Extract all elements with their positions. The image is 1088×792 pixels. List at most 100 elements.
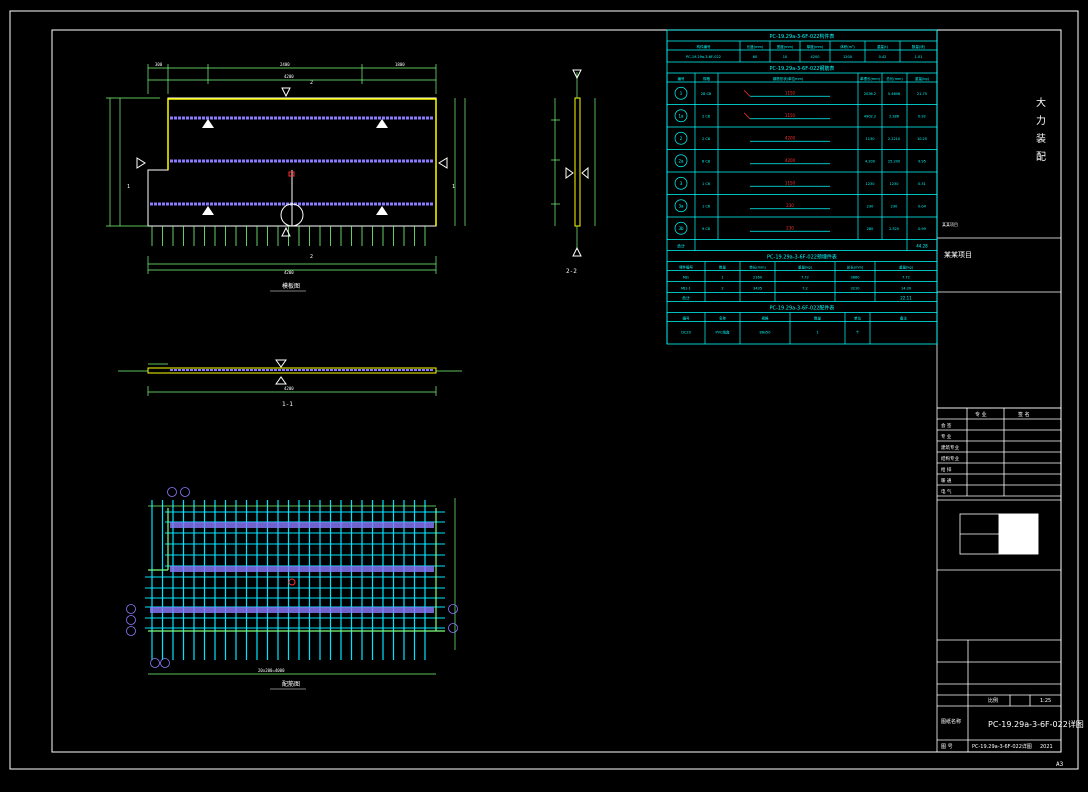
section-2-2: 2-2 [551, 69, 596, 275]
rebar-spec: 2 C8 [702, 114, 710, 118]
panel-table-header: 构件编号 [697, 44, 711, 49]
outer-frame [9, 10, 1079, 770]
rebar-single: 4902.2 [864, 114, 876, 118]
embed-table-cell: 3860 [851, 276, 860, 280]
project-name: 某某项目 [944, 251, 972, 259]
drawing-name-label: 图纸名称 [941, 718, 961, 725]
rebar-spec: 28 C8 [701, 92, 711, 96]
svg-text:1: 1 [127, 184, 130, 190]
embed-table-cell: 14.39 [901, 287, 911, 291]
rebar-id: 2a [679, 158, 685, 163]
embed-total-label: 合计 [682, 295, 690, 301]
rebar-total: 2.520 [889, 227, 899, 231]
sheet-size-label: A3 [1056, 761, 1064, 768]
section-marker-icon [572, 246, 582, 257]
accessory-table-header: 名称 [719, 316, 727, 321]
rebar-callout-circle [150, 658, 160, 668]
rebar-spec: 1 C6 [702, 182, 710, 186]
lifting-point-icon [376, 119, 388, 128]
panel-table-header: 长度(mm) [747, 44, 764, 49]
sig-row-label: 给 排 [941, 466, 952, 473]
sig-row-label: 暖 通 [941, 477, 952, 484]
rebar-length: 1150 [785, 113, 796, 118]
rebar-id: 3a [679, 203, 685, 208]
accessory-table-header: 数量 [814, 316, 822, 321]
accessory-table-cell: 86x50 [760, 331, 771, 335]
rebar-callout-circle [160, 658, 170, 668]
embed-table-cell: 2 [721, 287, 723, 291]
rebar-id-circle [674, 199, 688, 213]
panel-table-cell: PC-19.29a-3-6F-022 [686, 55, 721, 59]
rebar-dim: 20x200=4000 [258, 668, 285, 673]
rebar-id: 3b [678, 226, 684, 231]
svg-text:300: 300 [155, 62, 163, 67]
rebar-length: 4200 [785, 135, 796, 140]
drawing-title: PC-19.29a-3-6F-022详图 [988, 719, 1084, 729]
section1-dim: 4200 [284, 386, 294, 391]
drawing-date: 2021 [1040, 744, 1053, 750]
sig-row-label: 专 业 [941, 433, 952, 440]
rebar-single: 280 [867, 227, 874, 231]
section-1-1: 4200 1-1 [118, 359, 462, 408]
embed-table-cell: 3435 [753, 287, 762, 291]
rebar-callout-circle [126, 615, 136, 625]
panel-table-cell: 1.01 [915, 55, 923, 59]
panel-table-header: 体积(m³) [840, 44, 855, 49]
inner-frame [51, 29, 1062, 753]
rebar-single: 2036.2 [864, 92, 876, 96]
sig-row-label: 会 签 [941, 422, 952, 429]
rebar-id: 2 [680, 136, 683, 141]
accessory-table-header: 单位 [854, 316, 862, 321]
rebar-total: 2.286 [889, 114, 899, 118]
rebar-total: 25.200 [888, 159, 900, 163]
accessory-table-cell: PVC线盒 [716, 330, 730, 335]
rebar-table-title: PC-19.29a-3-6F-022钢筋表 [770, 65, 835, 72]
embed-table-title: PC-19.29a-3-6F-022预埋件表 [767, 254, 837, 261]
svg-text:2400: 2400 [280, 62, 290, 67]
rebar-callout-circle [126, 604, 136, 614]
plan-view: 1 1 2 2 300 2400 1800 4200 4200 [106, 62, 466, 292]
brand-char: 力 [1036, 114, 1046, 127]
rebar-single: 230 [867, 204, 874, 208]
signature-labels: 专 业签 名会 签专 业建筑专业结构专业给 排暖 通电 气 [941, 411, 1030, 495]
rebar-weight: 21.75 [917, 92, 927, 96]
embed-table-cell: 3210 [851, 287, 860, 291]
panel-table-header: 重量(t) [877, 44, 889, 49]
brand-char: 大 [1036, 96, 1046, 109]
title-block [936, 30, 1061, 752]
rebar-callout-circle [448, 604, 458, 614]
rebar-total: 230 [891, 204, 898, 208]
panel-table-header: 数量(块) [912, 44, 926, 49]
rebar-id-circle [674, 221, 688, 235]
plan-total-dim: 4200 [284, 270, 294, 275]
section-2-2-label: 2-2 [566, 268, 577, 275]
section-marker-icon [572, 69, 582, 80]
rebar-length: 1150 [785, 90, 796, 95]
rebar-length: 230 [786, 225, 794, 230]
accessory-table-cell: DC20 [681, 331, 691, 335]
rebar-total-label: 合计 [677, 243, 685, 249]
section-marker-icon [136, 157, 146, 169]
rebar-spec: 6 C8 [702, 159, 710, 163]
embed-table-cell: 1 [721, 276, 723, 280]
embed-table-header: 重量(kg) [899, 265, 914, 270]
rebar-weight: 0.04 [918, 204, 927, 208]
embed-table-cell: 2160 [753, 276, 762, 280]
rebar-callout-circle [126, 626, 136, 636]
rebar-weight: 0.99 [918, 227, 926, 231]
rebar-id-circle [674, 86, 688, 100]
embed-table-header: 总长(mm) [847, 265, 864, 270]
panel-table-header: 厚度(mm) [807, 44, 824, 49]
rebar-spec: 2 C8 [702, 137, 710, 141]
rebar-table-header: 总长(mm) [886, 76, 903, 81]
embed-total-value: 22.11 [900, 296, 912, 301]
rebar-id-circle [674, 131, 688, 145]
rebar-spec: 9 C8 [702, 227, 710, 231]
plan-view-label: 模板图 [282, 282, 300, 290]
rebar-table-header: 规格 [703, 76, 711, 81]
lifting-point-icon [202, 206, 214, 215]
rebar-id-circle [674, 154, 688, 168]
sig-row-label: 电 气 [941, 488, 952, 495]
